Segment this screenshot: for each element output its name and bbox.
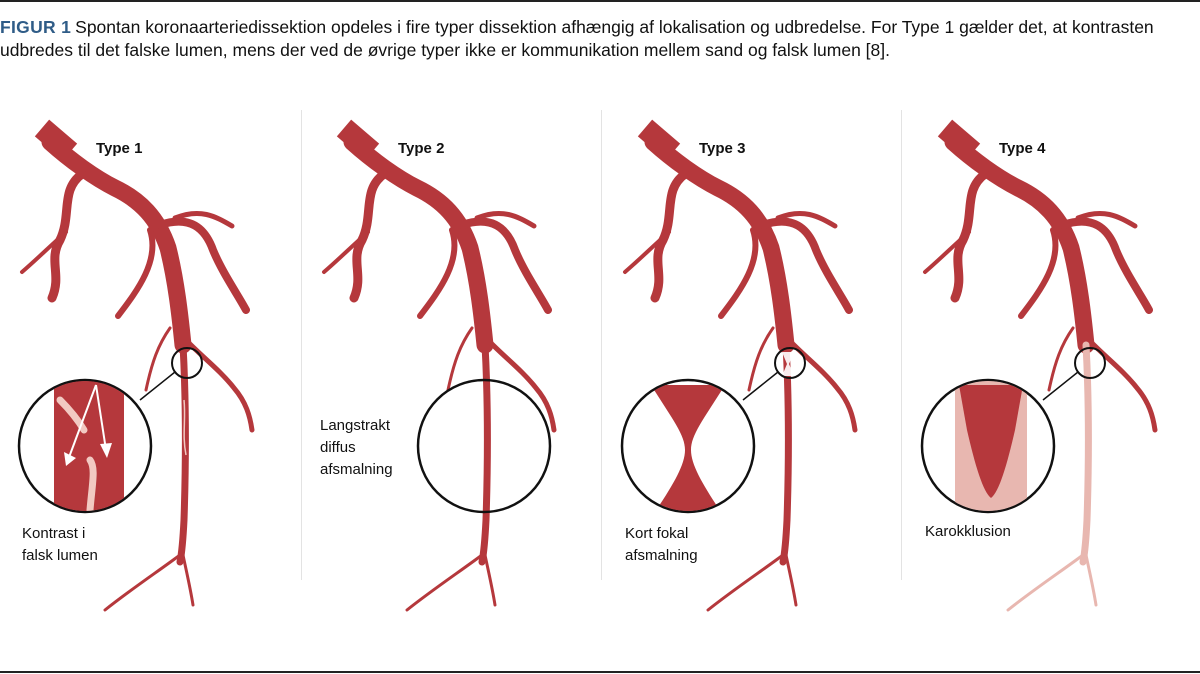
panel-title: Type 1 — [96, 140, 142, 157]
panel-title: Type 3 — [699, 140, 745, 157]
zoom-circle — [416, 378, 552, 514]
panel-label-line: Kort fokal — [625, 525, 688, 542]
zoom-target-ring — [171, 347, 203, 379]
panel-label-line: Langstrakt — [320, 417, 391, 434]
panel-label-line: Kontrast i — [22, 525, 85, 542]
zoom-target-ring — [774, 347, 806, 379]
panel-divider — [601, 110, 602, 580]
caption-text: Spontan koronaarteriedissektion opdeles … — [0, 17, 1154, 60]
panel-label-line: Karokklusion — [925, 523, 1011, 540]
panel-title: Type 2 — [398, 140, 444, 157]
panel-type-2: Type 2 Langstrakt diffus afsmalning — [320, 128, 554, 610]
panel-type-1: Type 1 Kontrast i falsk lumen — [19, 128, 252, 610]
panel-type-3: Type 3 Kort fokal afsmalning — [622, 128, 855, 610]
zoom-target-ring — [1074, 347, 1106, 379]
bottom-rule — [0, 671, 1200, 673]
panel-title: Type 4 — [999, 140, 1046, 157]
scad-types-diagram: Type 1 Kontrast i falsk lumen Type 2 Lan… — [0, 100, 1200, 660]
panel-label-line: afsmalning — [625, 547, 698, 564]
panel-type-4: Type 4 Karokklusion — [922, 128, 1155, 610]
panel-divider — [901, 110, 902, 580]
panel-divider — [301, 110, 302, 580]
figure-label: FIGUR 1 — [0, 17, 72, 37]
panel-label-line: diffus — [320, 439, 356, 456]
panel-label-line: afsmalning — [320, 461, 393, 478]
top-rule — [0, 0, 1200, 2]
panel-label-line: falsk lumen — [22, 547, 98, 564]
